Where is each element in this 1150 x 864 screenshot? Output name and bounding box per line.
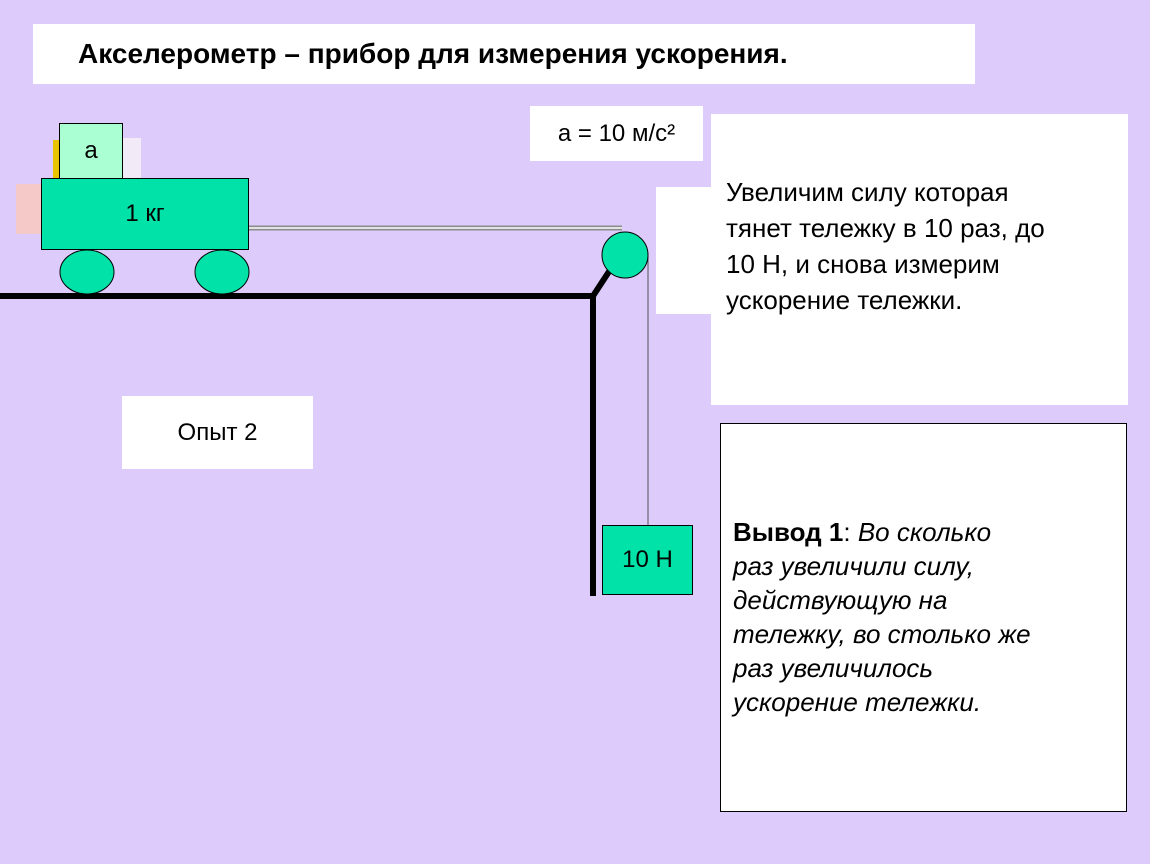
accelerometer-block: а: [59, 123, 123, 179]
accelerometer-edge: [53, 140, 59, 178]
hanging-weight: 10 Н: [602, 525, 693, 595]
acceleration-readout: а = 10 м/с²: [530, 106, 703, 161]
info-box: Увеличим силу которая тянет тележку в 10…: [711, 114, 1128, 405]
wheel-right: [194, 249, 250, 295]
pulley: [601, 231, 649, 279]
accelerometer-shadow: [123, 138, 141, 178]
cart-shadow: [16, 184, 42, 234]
conclusion-box: Вывод 1: Во сколько раз увеличили силу, …: [720, 423, 1127, 812]
experiment-label: Опыт 2: [122, 396, 313, 469]
conclusion-body: Во сколько раз увеличили силу, действующ…: [733, 517, 1031, 717]
pulley-backdrop: [656, 187, 716, 314]
cart-body: 1 кг: [41, 178, 249, 250]
wheel-left: [59, 249, 115, 295]
conclusion-text: Вывод 1: Во сколько раз увеличили силу, …: [733, 515, 1033, 719]
conclusion-heading: Вывод 1: [733, 517, 844, 547]
conclusion-separator: :: [843, 517, 858, 547]
title-banner: Акселерометр – прибор для измерения уско…: [33, 24, 975, 84]
slide-title: Акселерометр – прибор для измерения уско…: [78, 38, 788, 69]
info-text: Увеличим силу которая тянет тележку в 10…: [726, 177, 1045, 315]
